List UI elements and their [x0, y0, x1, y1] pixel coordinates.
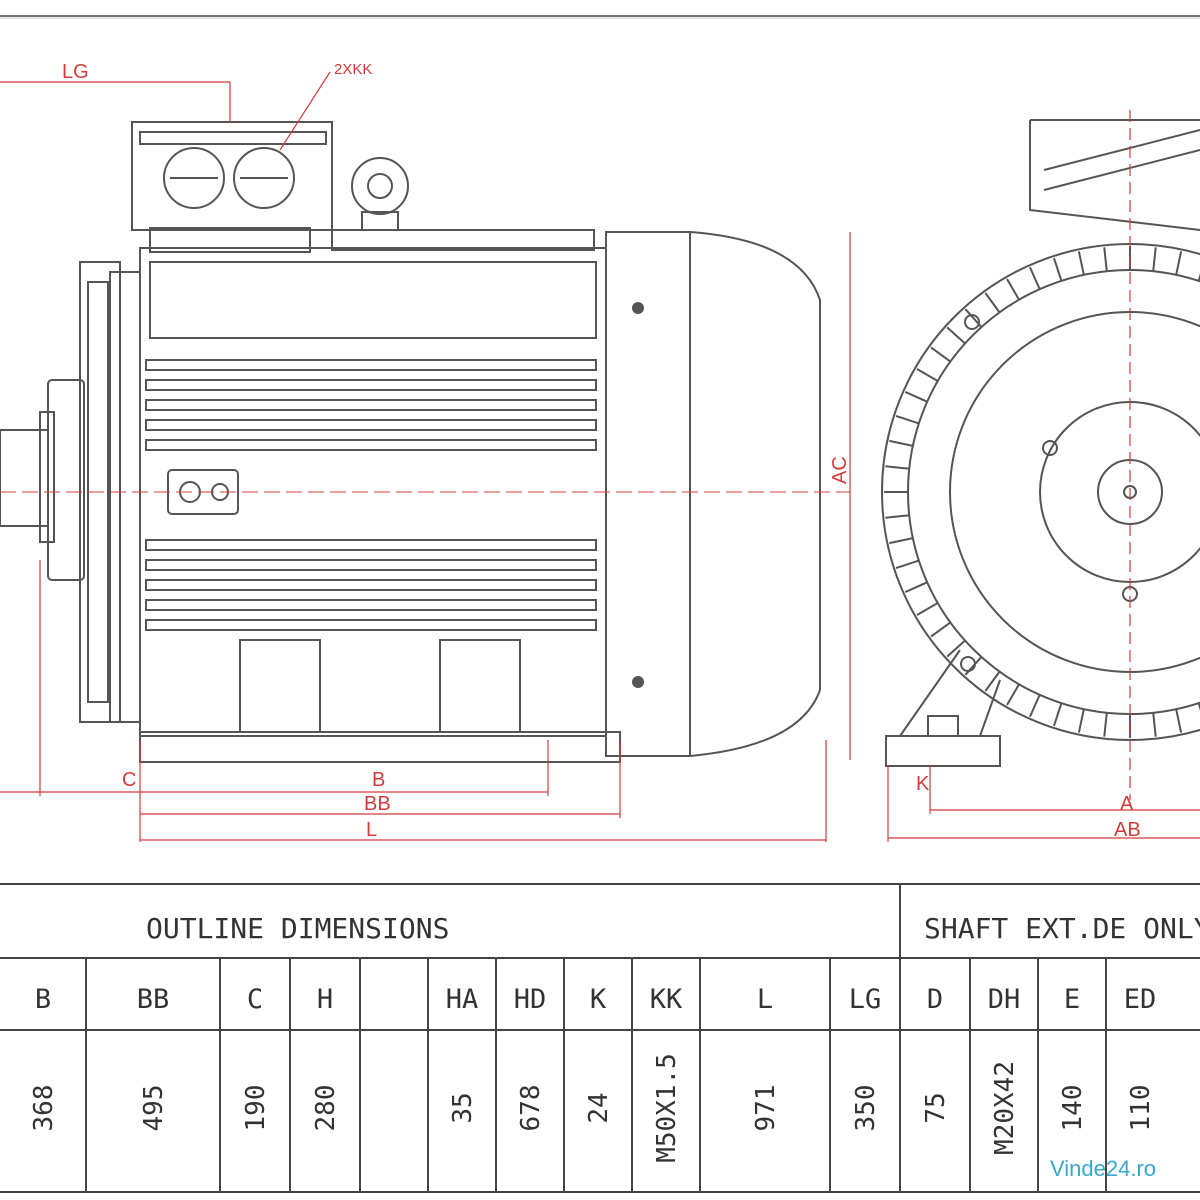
watermark: Vinde24.ro	[1050, 1156, 1156, 1181]
column-header: BB	[137, 984, 170, 1015]
column-value: 678	[516, 1085, 546, 1132]
dim-label-bb: BB	[364, 793, 391, 815]
motor-end-view	[881, 119, 1200, 767]
shaft-ext-title: SHAFT EXT.DE ONLY	[924, 912, 1200, 945]
dim-label-ac: AC	[829, 456, 851, 484]
column-header: HA	[446, 984, 479, 1015]
column-value: 280	[311, 1085, 341, 1132]
motor-outline-drawing: LG 2XKK C B BB L AC K A AB	[0, 15, 1200, 842]
end-view-ribs	[884, 246, 1200, 738]
column-value: M20X42	[990, 1061, 1020, 1155]
column-header: E	[1064, 984, 1080, 1015]
column-value: 75	[921, 1092, 951, 1123]
dim-label-kk: 2XKK	[334, 61, 372, 78]
column-value: 190	[241, 1085, 271, 1132]
dim-label-b: B	[372, 769, 385, 791]
column-header: K	[590, 984, 607, 1015]
dimensions-table: OUTLINE DIMENSIONS SHAFT EXT.DE ONLY B 36…	[0, 883, 1200, 1193]
column-header: KK	[650, 984, 683, 1015]
dimension-columns: B 368 BB 495 C 190 H 280 HA 35 HD 678 K 24 KK M50X1.5 L 9…	[29, 958, 1156, 1192]
dim-label-l: L	[366, 819, 377, 841]
dim-label-lg: LG	[62, 61, 89, 83]
side-view-dimension-lines	[0, 71, 851, 842]
cooling-fins	[145, 359, 597, 631]
column-header: LG	[849, 984, 882, 1015]
column-value: M50X1.5	[652, 1053, 682, 1163]
column-value: 495	[139, 1085, 169, 1132]
column-header: HD	[514, 984, 547, 1015]
column-header: ED	[1124, 984, 1157, 1015]
column-header: C	[247, 984, 263, 1015]
dim-label-k: K	[916, 773, 930, 795]
column-header: H	[317, 984, 333, 1015]
dim-label-a: A	[1120, 793, 1134, 815]
column-header: L	[757, 984, 773, 1015]
column-header: B	[35, 984, 51, 1015]
motor-side-view	[0, 121, 821, 763]
column-header: D	[927, 984, 943, 1015]
column-value: 368	[29, 1085, 59, 1132]
column-value: 350	[851, 1085, 881, 1132]
column-header: DH	[988, 984, 1021, 1015]
outline-dimensions-title: OUTLINE DIMENSIONS	[146, 912, 449, 945]
end-view-dimension-lines	[887, 110, 1200, 842]
dim-label-ab: AB	[1114, 819, 1141, 841]
column-value: 110	[1126, 1085, 1156, 1132]
dim-label-c: C	[122, 769, 136, 791]
column-value: 24	[584, 1092, 614, 1123]
column-value: 35	[448, 1092, 478, 1123]
column-value: 140	[1058, 1085, 1088, 1132]
column-value: 971	[751, 1085, 781, 1132]
